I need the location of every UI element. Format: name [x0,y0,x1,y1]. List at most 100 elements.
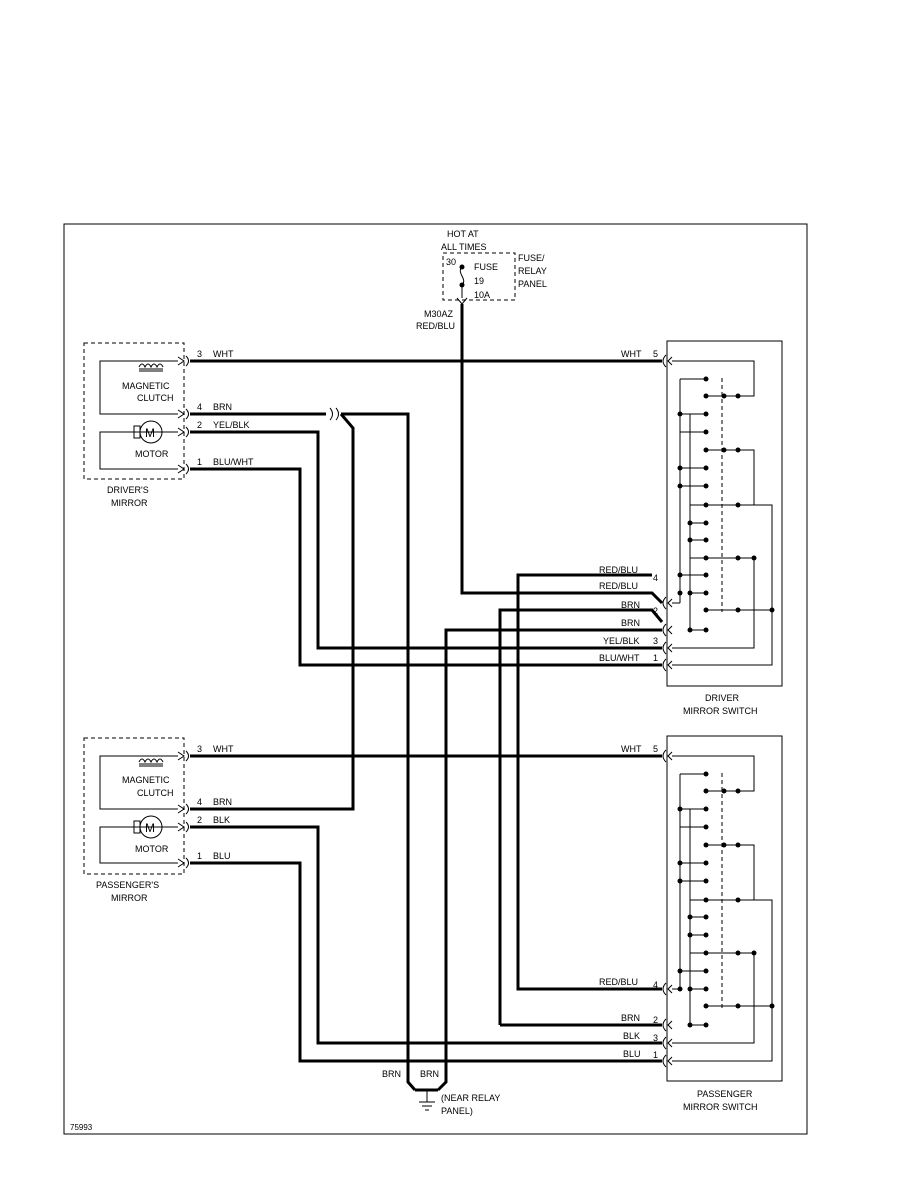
fuse-relay-panel: HOT AT ALL TIMES 30 FUSE 19 10A FUSE/ RE… [416,229,547,331]
dsw-pin-1: 1 [653,653,658,663]
passenger-mirror-title-2: MIRROR [111,893,148,903]
passengers-mirror-outline [83,737,185,875]
driver-switch-title-1: DRIVER [705,693,740,703]
passenger-pin-3: 3 [197,744,202,754]
drivers-pin-2: 2 [197,420,202,430]
passenger-wire-blk: BLK [213,815,230,825]
fuse-number: 19 [474,276,484,286]
psw-blk-label: BLK [623,1031,640,1041]
ground-note-line1: (NEAR RELAY [441,1093,500,1103]
wire-driver-switch-brn-b [436,628,662,1092]
driver-switch-outline [666,340,783,687]
passenger-clutch-coil-icon [138,758,164,767]
dsw-pin-2: 2 [653,606,658,616]
wire-redblu-jumper [516,573,662,991]
drivers-clutch-label-1: MAGNETIC [122,381,170,391]
dsw-pin-5: 5 [653,349,658,359]
passenger-switch-title-2: MIRROR SWITCH [683,1102,758,1112]
wire-pass-blk [190,825,662,1045]
wire-pass-blu [190,861,662,1063]
ground-note-line2: PANEL) [441,1106,473,1116]
motor-icon [139,420,163,444]
passenger-wire-brn: BRN [213,797,232,807]
driver-switch-title-2: MIRROR SWITCH [683,706,758,716]
passenger-wire-wht: WHT [213,744,234,754]
drivers-mirror-title-1: DRIVER'S [107,485,149,495]
passengers-mirror: MAGNETIC CLUTCH M MOTOR PASSENGER'S MIRR… [83,737,234,903]
dsw-brn-a: BRN [621,600,640,610]
all-times-label: ALL TIMES [441,242,487,252]
feed-color-label: RED/BLU [416,321,455,331]
drivers-wire-bluwht: BLU/WHT [213,457,254,467]
hot-at-label: HOT AT [447,229,479,239]
passenger-motor-icon [139,815,163,839]
drivers-wire-wht: WHT [213,349,234,359]
drivers-mirror-connector [177,355,189,475]
dsw-wht-label: WHT [621,349,642,359]
wire-feed-redblu [460,304,664,605]
psw-brn-label: BRN [621,1013,640,1023]
dsw-redblu-out: RED/BLU [599,581,638,591]
passenger-wire-blu: BLU [213,851,231,861]
passenger-switch-contacts [672,755,775,1062]
drivers-pin-1: 1 [197,457,202,467]
panel-label-line3: PANEL [518,279,547,289]
dsw-pin-3: 3 [653,636,658,646]
panel-label-line2: RELAY [518,266,547,276]
drivers-wire-brn: BRN [213,402,232,412]
passenger-switch-connector [662,749,673,1068]
psw-pin-3: 3 [653,1033,658,1043]
drivers-pin-3: 3 [197,349,202,359]
dsw-redblu-in: RED/BLU [599,565,638,575]
psw-pin-1: 1 [653,1050,658,1060]
wires [190,304,664,1092]
dsw-yelblk: YEL/BLK [603,636,640,646]
fuse-box-outline [442,252,516,301]
passenger-pin-1: 1 [197,851,202,861]
passenger-switch-outline [666,735,783,1082]
psw-pin-5: 5 [653,744,658,754]
driver-mirror-switch: WHT 5 RED/BLU RED/BLU 4 BRN BRN 2 YEL/BL… [599,340,783,716]
passenger-pin-4: 4 [197,797,202,807]
connector-m30az-label: M30AZ [424,309,454,319]
panel-label-line1: FUSE/ [518,253,545,263]
wire-brn-to-ground-left [341,412,417,1091]
passenger-clutch-label-2: CLUTCH [137,788,174,798]
diagram-frame [63,223,808,1135]
ground-icon [419,1101,435,1111]
passenger-motor-label: MOTOR [135,844,169,854]
passenger-clutch-label-1: MAGNETIC [122,775,170,785]
drivers-motor-label: MOTOR [135,449,169,459]
drivers-wire-yelblk: YEL/BLK [213,420,250,430]
fuse-rating: 10A [474,290,490,300]
ground-wire-right-label: BRN [420,1069,439,1079]
drivers-clutch-label-2: CLUTCH [137,393,174,403]
psw-pin-2: 2 [653,1015,658,1025]
dsw-bluwht: BLU/WHT [599,653,640,663]
wire-driver-switch-brn-a [498,608,664,1025]
psw-pin-4: 4 [653,980,658,990]
wire-driver-bluwht [190,467,662,667]
wire-driver-yelblk [190,430,662,650]
passenger-mirror-connector [177,750,189,869]
psw-blu-label: BLU [623,1049,641,1059]
figure-id: 75993 [70,1123,93,1132]
wire-brn-splice [190,413,355,811]
motor-symbol: M [145,426,155,440]
fuse-label: FUSE [474,262,498,272]
driver-switch-connector [662,354,673,672]
drivers-mirror: MAGNETIC CLUTCH M MOTOR DRIVER'S MIRROR … [83,342,254,508]
drivers-pin-4: 4 [197,402,202,412]
passenger-mirror-title-1: PASSENGER'S [96,880,159,890]
drivers-mirror-outline [83,342,185,480]
fuse-terminal-label: 30 [446,257,456,267]
psw-redblu-label: RED/BLU [599,977,638,987]
passenger-switch-title-1: PASSENGER [697,1089,753,1099]
passenger-pin-2: 2 [197,815,202,825]
fuse-element-icon [459,266,465,286]
passenger-mirror-switch: WHT 5 RED/BLU 4 BRN 2 BLK 3 BLU 1 PASSEN… [599,735,783,1112]
magnetic-clutch-coil-icon [138,363,164,372]
psw-wht-label: WHT [621,744,642,754]
dsw-pin-4: 4 [653,573,658,583]
